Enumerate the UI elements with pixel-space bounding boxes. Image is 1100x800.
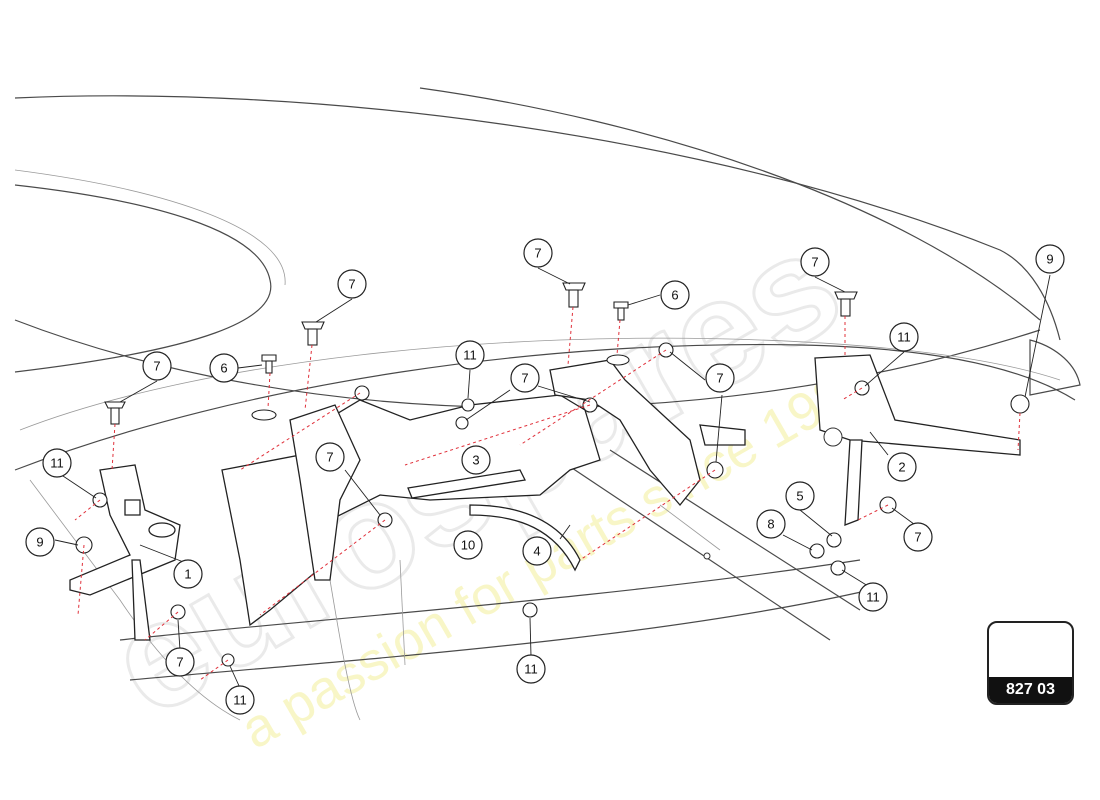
callout-11: 11 — [858, 582, 888, 612]
callout-label: 5 — [796, 489, 803, 504]
part-3-bracket — [407, 469, 526, 499]
callout-label: 7 — [153, 359, 160, 374]
callout-label: 11 — [866, 590, 880, 605]
callout-7: 7 — [165, 647, 195, 677]
callout-4: 4 — [522, 536, 552, 566]
callout-label: 11 — [233, 693, 247, 708]
callout-label: 9 — [1046, 252, 1053, 267]
callout-label: 11 — [463, 348, 477, 363]
callout-label: 8 — [767, 517, 774, 532]
callout-11: 11 — [455, 340, 485, 370]
callout-2: 2 — [887, 452, 917, 482]
callout-label: 6 — [220, 361, 227, 376]
callout-label: 4 — [533, 544, 540, 559]
callout-7: 7 — [315, 442, 345, 472]
callout-7: 7 — [142, 351, 172, 381]
callout-label: 10 — [461, 538, 475, 553]
callout-label: 7 — [348, 277, 355, 292]
callout-label: 11 — [50, 456, 64, 471]
callout-label: 7 — [811, 255, 818, 270]
callout-11: 11 — [889, 322, 919, 352]
callout-label: 7 — [176, 655, 183, 670]
callout-7: 7 — [705, 363, 735, 393]
callout-6: 6 — [660, 280, 690, 310]
callout-9: 9 — [25, 527, 55, 557]
callout-label: 7 — [521, 371, 528, 386]
callout-3: 3 — [461, 445, 491, 475]
callout-leaders — [54, 267, 1051, 689]
callout-7: 7 — [523, 238, 553, 268]
callout-7: 7 — [903, 522, 933, 552]
callout-label: 6 — [671, 288, 678, 303]
callout-label: 7 — [716, 371, 723, 386]
callout-7: 7 — [800, 247, 830, 277]
callout-8: 8 — [756, 509, 786, 539]
callout-label: 9 — [36, 535, 43, 550]
reference-number: 827 03 — [989, 677, 1072, 703]
callout-7: 7 — [337, 269, 367, 299]
callout-label: 11 — [897, 330, 911, 345]
assembly-leaders — [74, 306, 1021, 681]
callout-label: 7 — [914, 530, 921, 545]
callout-label: 11 — [524, 662, 538, 677]
callout-label: 2 — [898, 460, 905, 475]
callout-6: 6 — [209, 353, 239, 383]
callout-label: 3 — [472, 453, 479, 468]
callout-11: 11 — [42, 448, 72, 478]
reference-number-box: 827 03 — [987, 621, 1074, 705]
callout-10: 10 — [453, 530, 483, 560]
callout-1: 1 — [173, 559, 203, 589]
callout-11: 11 — [516, 654, 546, 684]
callout-label: 1 — [184, 567, 191, 582]
callout-label: 7 — [534, 246, 541, 261]
part-2-bracket — [814, 354, 1021, 526]
part-1-bracket — [69, 464, 181, 641]
callout-7: 7 — [510, 363, 540, 393]
callout-9: 9 — [1035, 244, 1065, 274]
callout-5: 5 — [785, 481, 815, 511]
part-4-bracket — [469, 504, 581, 572]
callout-label: 7 — [326, 450, 333, 465]
callout-11: 11 — [225, 685, 255, 715]
